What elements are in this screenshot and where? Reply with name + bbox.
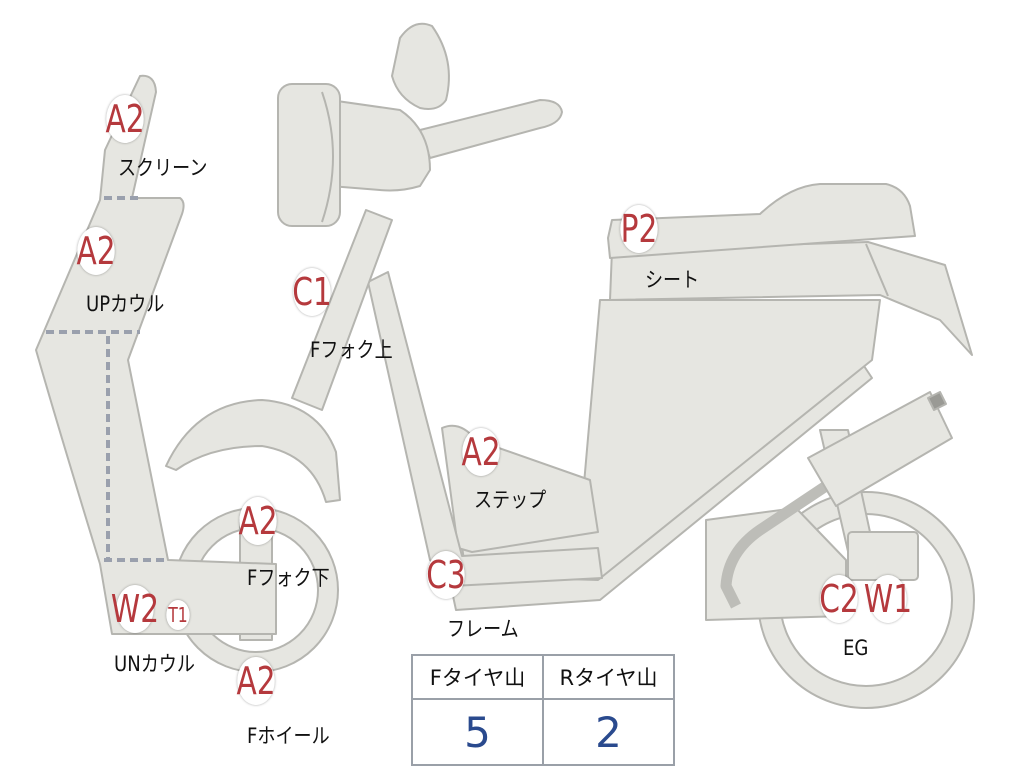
exhaust-pipe bbox=[720, 465, 854, 609]
fork-lower-label: Fフォク下 bbox=[247, 566, 330, 590]
rear-axle bbox=[927, 391, 947, 411]
up-cowl-label: UPカウル bbox=[86, 292, 165, 316]
handlebar bbox=[419, 99, 563, 159]
step-label: ステップ bbox=[474, 488, 547, 512]
fork-upper-code-badge: C1 bbox=[292, 268, 332, 316]
engine-label: EG bbox=[843, 636, 869, 660]
engine-case bbox=[847, 531, 919, 581]
fork-upper-label: Fフォク上 bbox=[310, 338, 393, 362]
rear-tire-header: Rタイヤ山 bbox=[542, 654, 675, 700]
rear-fender-line bbox=[865, 243, 889, 297]
screen-label: スクリーン bbox=[118, 156, 208, 180]
tire-tread-table: Fタイヤ山 Rタイヤ山 5 2 bbox=[411, 654, 675, 766]
un-cowl-code-badge: W2 bbox=[110, 585, 160, 633]
t1-code-badge: T1 bbox=[166, 600, 190, 630]
step-code-badge: A2 bbox=[461, 428, 501, 476]
front-cowl bbox=[35, 74, 277, 635]
front-fender bbox=[165, 399, 341, 503]
mirror bbox=[391, 22, 450, 110]
headlight bbox=[277, 83, 341, 227]
fork-lower-code-badge: A2 bbox=[238, 497, 278, 545]
front-fork-upper bbox=[291, 209, 393, 411]
handle-cover bbox=[329, 99, 431, 192]
front-wheel-label: Fホイール bbox=[247, 724, 330, 748]
un-cowl-label: UNカウル bbox=[114, 652, 195, 676]
w1-code-badge: W1 bbox=[863, 575, 913, 623]
front-wheel-code-badge: A2 bbox=[236, 657, 276, 705]
engine-code-badge: C2 bbox=[819, 575, 859, 623]
front-tire-value: 5 bbox=[411, 698, 544, 766]
rear-tire-value: 2 bbox=[542, 698, 675, 766]
up-cowl-code-badge: A2 bbox=[76, 227, 116, 275]
headlight-lens bbox=[321, 91, 334, 223]
frame-code-badge: C3 bbox=[426, 551, 466, 599]
frame-label: フレーム bbox=[447, 617, 519, 641]
engine-unit bbox=[807, 391, 953, 507]
seat-label: シート bbox=[645, 268, 700, 292]
front-tire-header: Fタイヤ山 bbox=[411, 654, 544, 700]
seat-code-badge: P2 bbox=[620, 205, 658, 253]
screen-code-badge: A2 bbox=[105, 95, 145, 143]
seat bbox=[607, 183, 916, 259]
